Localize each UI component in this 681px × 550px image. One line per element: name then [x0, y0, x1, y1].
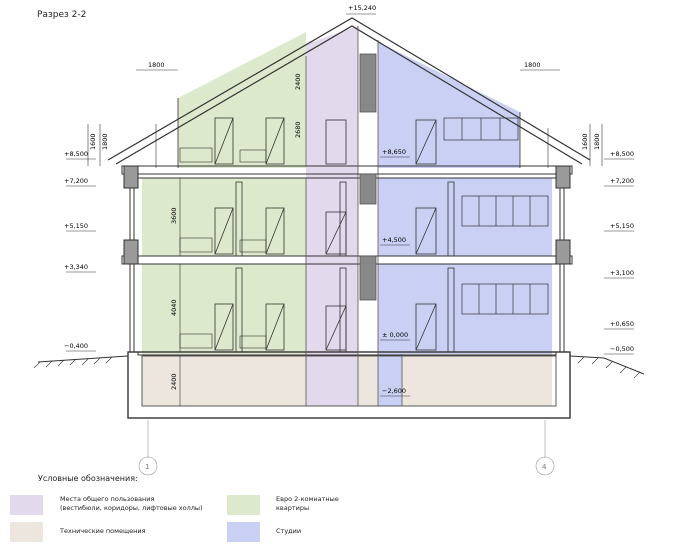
level-inner: +8,650	[382, 148, 406, 156]
dim-roof-left: 1800	[148, 61, 165, 69]
ground	[33, 355, 645, 379]
legend-title: Условные обозначения:	[38, 474, 138, 483]
legend-swatch-studio	[227, 522, 260, 542]
top-mark: +15,240	[348, 4, 376, 12]
basement	[127, 351, 571, 419]
legend-swatch-common	[10, 495, 43, 515]
walls	[123, 165, 571, 352]
dim-roof-right: 1800	[524, 61, 541, 69]
legend-swatch-technical	[10, 522, 43, 542]
page-title: Разрез 2-2	[37, 10, 87, 20]
doors	[214, 117, 437, 351]
axis-label: 1	[145, 463, 149, 471]
level-right: +5,150	[610, 222, 634, 230]
zone-common	[306, 26, 358, 406]
level-left: +5,150	[64, 222, 88, 230]
dim-floor1: 4040	[170, 299, 178, 316]
level-left: +3,340	[64, 263, 88, 271]
zone-euro2-attic	[178, 32, 306, 168]
level-inner: −2,600	[382, 387, 406, 395]
axis-label: 4	[542, 463, 547, 471]
wardrobes	[443, 117, 549, 315]
legend-label-studio: Студии	[276, 527, 302, 535]
level-left: +8,500	[64, 150, 88, 158]
furniture	[179, 147, 267, 349]
level-inner: ± 0,000	[382, 331, 408, 339]
legend-label-common: Места общего пользования (вестибюли, кор…	[60, 495, 203, 512]
legend-label-technical: Технические помещения	[60, 527, 146, 535]
dimension-lines	[87, 56, 603, 406]
dim-eave-left-a: 1600	[89, 133, 97, 150]
level-markers	[66, 13, 634, 397]
dim-floor2: 3600	[170, 207, 178, 224]
zone-studio-attic	[378, 42, 520, 168]
legend-label-euro2: Евро 2-комнатные квартиры	[276, 495, 339, 512]
level-right: −0,500	[610, 345, 634, 353]
dim-attic-lower: 2680	[294, 121, 302, 138]
partitions	[305, 26, 403, 406]
zone-studio-floor1	[378, 264, 552, 354]
dim-eave-left-b: 1800	[101, 133, 109, 150]
dim-eave-right-a: 1600	[581, 133, 589, 150]
level-inner: +4,500	[382, 236, 406, 244]
zone-studio-floor2	[378, 178, 552, 256]
level-left: +7,200	[64, 177, 88, 185]
level-right: +8,500	[610, 150, 634, 158]
axes	[138, 420, 555, 476]
zone-euro2-floor2	[142, 178, 306, 256]
level-right: +0,650	[610, 320, 634, 328]
legend-swatch-euro2	[227, 495, 260, 515]
zone-euro2-floor1	[142, 264, 306, 354]
level-right: +3,100	[610, 269, 634, 277]
dim-attic-upper: 2400	[294, 73, 302, 90]
zone-studio-lowest	[378, 354, 402, 406]
axis-bubble-4	[535, 456, 555, 476]
columns	[235, 181, 455, 353]
axis-bubble-1	[138, 456, 158, 476]
level-left: −0,400	[64, 342, 88, 350]
level-right: +7,200	[610, 177, 634, 185]
dim-eave-right-b: 1800	[593, 133, 601, 150]
dim-basement: 2400	[170, 373, 178, 390]
